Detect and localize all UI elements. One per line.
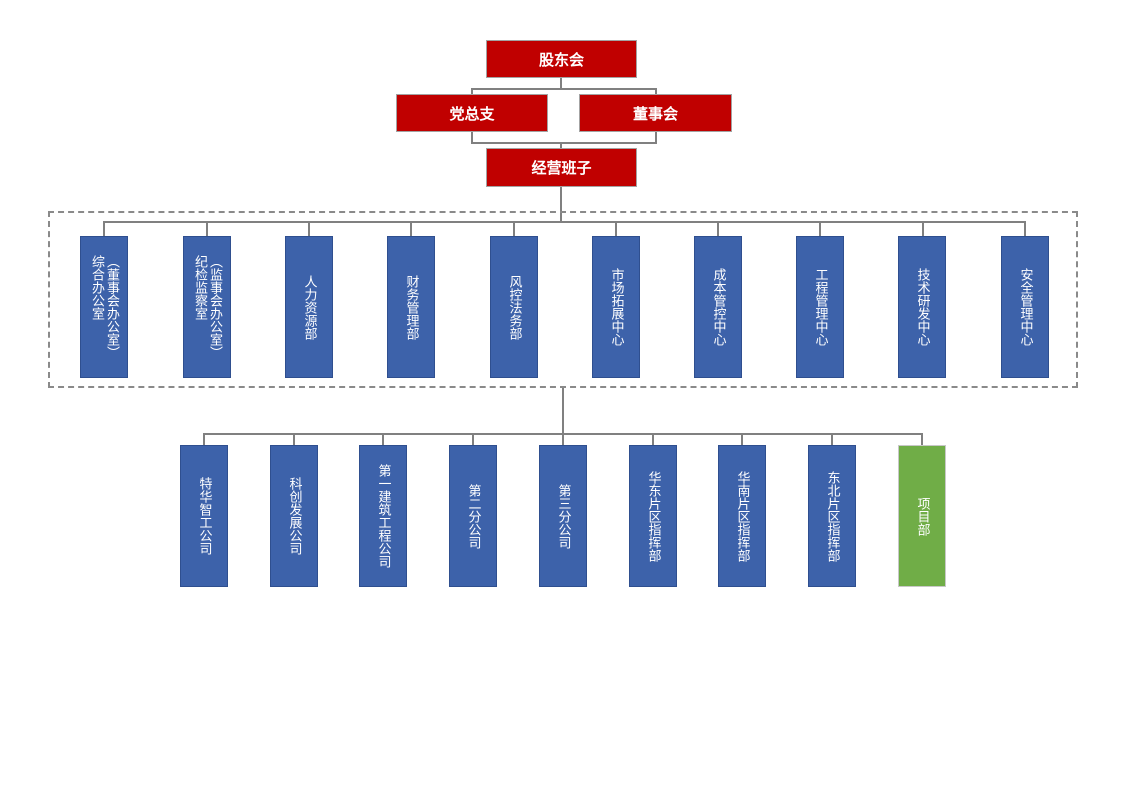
- box-label: 东北片区指挥部: [824, 470, 840, 562]
- box-label: 市场拓展中心: [608, 268, 624, 346]
- connector: [471, 88, 657, 90]
- box-label: 科创发展公司: [286, 477, 302, 555]
- box-label: 财务管理部: [403, 274, 419, 340]
- connector: [103, 221, 105, 236]
- dept-general-office-box[interactable]: （董事会办公室） 综合办公室: [80, 236, 128, 378]
- dept-risk-legal-box[interactable]: 风控法务部: [490, 236, 538, 378]
- connector: [471, 132, 473, 143]
- connector: [203, 433, 205, 445]
- connector: [655, 88, 657, 94]
- dept-engineering-box[interactable]: 工程管理中心: [796, 236, 844, 378]
- box-label: 董事会: [632, 104, 678, 123]
- connector: [206, 221, 208, 236]
- connector: [103, 221, 1026, 223]
- connector: [717, 221, 719, 236]
- sub-third-branch-box[interactable]: 第三分公司: [539, 445, 587, 587]
- connector: [921, 433, 923, 445]
- connector: [741, 433, 743, 445]
- box-label: 第二分公司: [465, 483, 481, 549]
- sub-kechuang-box[interactable]: 科创发展公司: [270, 445, 318, 587]
- box-label: 安全管理中心: [1017, 268, 1033, 346]
- box-label: 风控法务部: [506, 274, 522, 340]
- connector: [831, 433, 833, 445]
- shareholders-meeting-box[interactable]: 股东会: [486, 40, 637, 78]
- dept-safety-box[interactable]: 安全管理中心: [1001, 236, 1049, 378]
- dept-cost-box[interactable]: 成本管控中心: [694, 236, 742, 378]
- connector: [922, 221, 924, 236]
- sub-tehua-zhigong-box[interactable]: 特华智工公司: [180, 445, 228, 587]
- sub-northeast-hq-box[interactable]: 东北片区指挥部: [808, 445, 856, 587]
- connector: [819, 221, 821, 236]
- box-label: 第三分公司: [555, 483, 571, 549]
- box-label: 股东会: [538, 50, 584, 69]
- connector: [615, 221, 617, 236]
- connector: [308, 221, 310, 236]
- connector: [471, 88, 473, 94]
- box-label: 人力资源部: [301, 274, 317, 340]
- party-branch-box[interactable]: 党总支: [396, 94, 548, 132]
- dept-rnd-box[interactable]: 技术研发中心: [898, 236, 946, 378]
- box-label: 经营班子: [531, 159, 592, 177]
- box-label: 华东片区指挥部: [645, 470, 661, 562]
- departments-group-border: [48, 211, 1078, 388]
- box-label: 特华智工公司: [196, 477, 212, 555]
- connector: [560, 142, 562, 148]
- connector: [562, 433, 564, 445]
- box-label: （监事会办公室） 纪检监察室: [192, 255, 222, 359]
- box-label: 党总支: [449, 104, 495, 123]
- sub-first-construction-box[interactable]: 第一建筑工程公司: [359, 445, 407, 587]
- sub-project-dept-box[interactable]: 项目部: [898, 445, 946, 587]
- box-label: 项目部: [914, 496, 930, 536]
- box-label: 工程管理中心: [812, 268, 828, 346]
- dept-discipline-office-box[interactable]: （监事会办公室） 纪检监察室: [183, 236, 231, 378]
- box-label: 华南片区指挥部: [734, 470, 750, 562]
- connector: [652, 433, 654, 445]
- connector: [513, 221, 515, 236]
- connector: [560, 78, 562, 89]
- management-team-box[interactable]: 经营班子: [486, 148, 637, 187]
- connector: [560, 187, 562, 222]
- connector: [471, 142, 657, 144]
- connector: [562, 388, 564, 434]
- board-of-directors-box[interactable]: 董事会: [579, 94, 732, 132]
- connector: [293, 433, 295, 445]
- box-label: （董事会办公室） 综合办公室: [89, 255, 119, 359]
- connector: [1024, 221, 1026, 236]
- dept-finance-box[interactable]: 财务管理部: [387, 236, 435, 378]
- connector: [655, 132, 657, 143]
- connector: [410, 221, 412, 236]
- sub-east-china-hq-box[interactable]: 华东片区指挥部: [629, 445, 677, 587]
- connector: [472, 433, 474, 445]
- connector: [382, 433, 384, 445]
- sub-second-branch-box[interactable]: 第二分公司: [449, 445, 497, 587]
- sub-south-china-hq-box[interactable]: 华南片区指挥部: [718, 445, 766, 587]
- dept-hr-box[interactable]: 人力资源部: [285, 236, 333, 378]
- box-label: 第一建筑工程公司: [375, 464, 391, 568]
- box-label: 技术研发中心: [914, 268, 930, 346]
- dept-market-box[interactable]: 市场拓展中心: [592, 236, 640, 378]
- box-label: 成本管控中心: [710, 268, 726, 346]
